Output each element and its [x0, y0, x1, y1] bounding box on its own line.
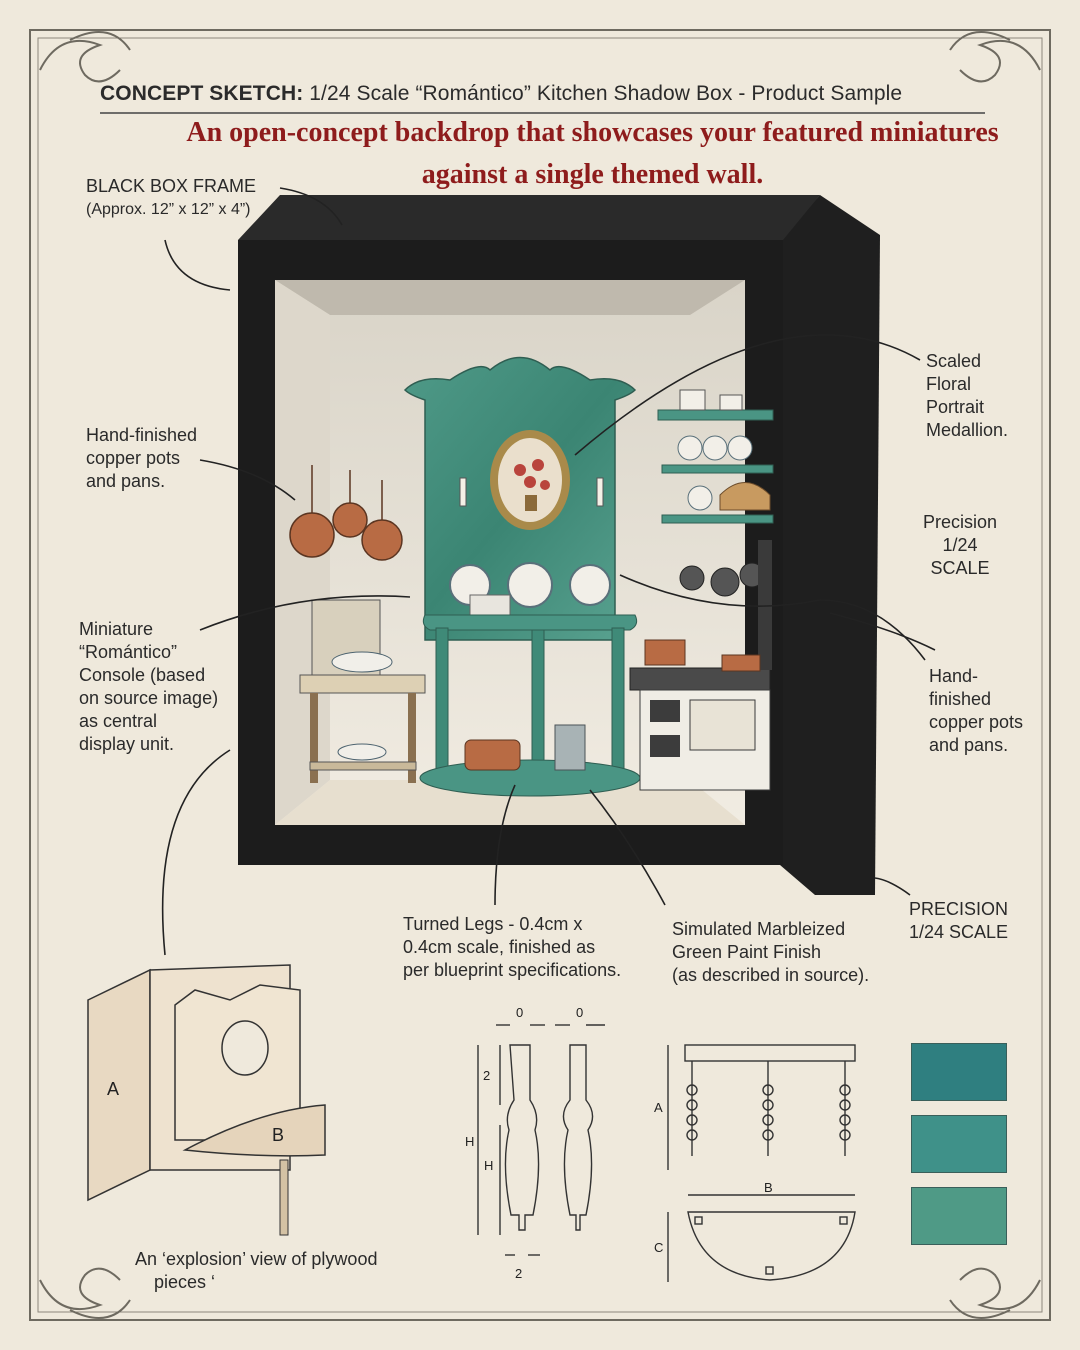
- callout-precision-line3: SCALE: [930, 558, 990, 578]
- callout-turned-legs: Turned Legs - 0.4cm x 0.4cm scale, finis…: [403, 913, 621, 982]
- callout-precision: Precision 1/24 SCALE: [920, 511, 1000, 580]
- callout-box-frame-line1: BLACK BOX FRAME: [86, 176, 257, 196]
- box-side: [780, 195, 880, 895]
- callout-console-line4: on source image): [79, 688, 219, 708]
- swatch-2: [911, 1115, 1007, 1173]
- callout-turned-legs-line2: 0.4cm scale, finished as: [403, 937, 596, 957]
- callout-precision-bottom: PRECISION 1/24 SCALE: [909, 898, 1008, 944]
- callout-marble-line1: Simulated Marbleized: [672, 919, 846, 939]
- swatch-1: [911, 1043, 1007, 1101]
- callout-precision-line2: 1/24: [942, 535, 978, 555]
- callout-explosion: An ‘explosion’ view of plywood pieces ‘: [135, 1248, 377, 1294]
- callout-console: Miniature “Romántico” Console (based on …: [79, 618, 218, 756]
- callout-copper-left-line3: and pans.: [86, 471, 166, 491]
- callout-copper-right: Hand- finished copper pots and pans.: [929, 665, 1023, 757]
- callout-console-line6: display unit.: [79, 734, 175, 754]
- callout-precision-line1: Precision: [922, 512, 998, 532]
- callout-explosion-line2: pieces ‘: [154, 1272, 216, 1292]
- concept-title-bold: CONCEPT SKETCH:: [100, 82, 304, 105]
- callout-turned-legs-line1: Turned Legs - 0.4cm x: [403, 914, 583, 934]
- callout-marble: Simulated Marbleized Green Paint Finish …: [672, 918, 869, 987]
- concept-title-rest: 1/24 Scale “Romántico” Kitchen Shadow Bo…: [309, 82, 903, 105]
- console-top: [422, 614, 638, 631]
- callout-medallion-line2: Floral: [926, 374, 972, 394]
- callout-marble-line3: (as described in source).: [672, 965, 870, 985]
- callout-medallion: Scaled Floral Portrait Medallion.: [926, 350, 1008, 442]
- callout-copper-right-line2: finished: [929, 689, 992, 709]
- callout-console-line1: Miniature: [79, 619, 154, 639]
- callout-copper-right-line3: copper pots: [929, 712, 1024, 732]
- callout-medallion-line1: Scaled: [926, 351, 982, 371]
- callout-copper-right-line1: Hand-: [929, 666, 979, 686]
- callout-turned-legs-line3: per blueprint specifications.: [403, 960, 622, 980]
- callout-medallion-line4: Medallion.: [926, 420, 1009, 440]
- callout-explosion-line1: An ‘explosion’ view of plywood: [135, 1249, 378, 1269]
- callout-console-line2: “Romántico”: [79, 642, 178, 662]
- callout-copper-left-line2: copper pots: [86, 448, 181, 468]
- callout-copper-left-line1: Hand-finished: [86, 425, 198, 445]
- box-top: [238, 195, 820, 240]
- concept-title: CONCEPT SKETCH: 1/24 Scale “Romántico” K…: [100, 82, 1000, 106]
- callout-copper-left: Hand-finished copper pots and pans.: [86, 424, 197, 493]
- callout-box-frame: BLACK BOX FRAME (Approx. 12” x 12” x 4”): [86, 175, 256, 221]
- swatch-3: [911, 1187, 1007, 1245]
- callout-copper-right-line4: and pans.: [929, 735, 1009, 755]
- tagline: An open-concept backdrop that showcases …: [186, 117, 999, 190]
- callout-console-line3: Console (based: [79, 665, 206, 685]
- callout-marble-line2: Green Paint Finish: [672, 942, 822, 962]
- callout-precision-bottom-line2: 1/24 SCALE: [909, 922, 1009, 942]
- callout-precision-bottom-line1: PRECISION: [909, 899, 1009, 919]
- callout-medallion-line3: Portrait: [926, 397, 985, 417]
- callout-box-frame-line2: (Approx. 12” x 12” x 4”): [86, 201, 251, 218]
- sink-stand: [299, 674, 426, 694]
- callout-console-line5: as central: [79, 711, 158, 731]
- console-shelf: [419, 759, 641, 797]
